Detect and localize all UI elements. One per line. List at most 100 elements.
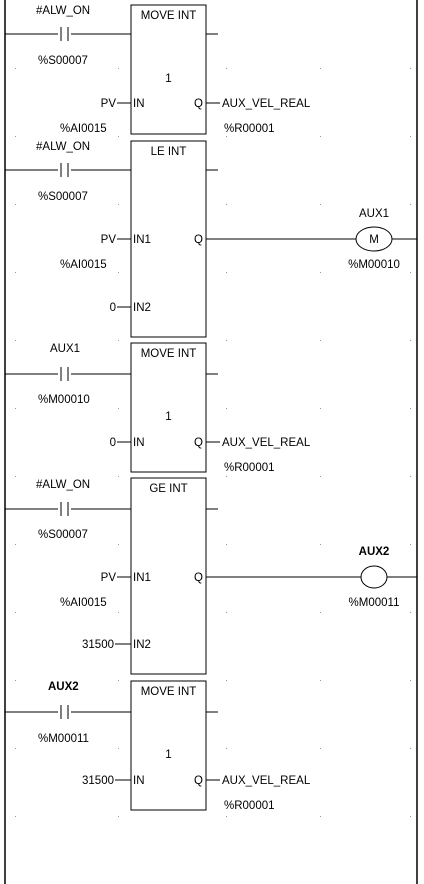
grid-dots <box>15 68 411 817</box>
block-output-address: %R00001 <box>224 462 275 474</box>
grid-dot <box>118 204 119 205</box>
grid-dot <box>410 476 411 477</box>
q-label: Q <box>194 437 203 449</box>
grid-dot <box>118 68 119 69</box>
grid-dot <box>15 272 16 273</box>
coil-label: AUX2 <box>359 546 390 558</box>
function-block[interactable] <box>130 4 207 135</box>
pin-value: PV <box>101 572 117 584</box>
block-output: AUX_VEL_REAL <box>222 775 311 787</box>
pin-label: IN1 <box>133 234 151 246</box>
grid-dot <box>320 544 321 545</box>
contact-symbol <box>60 27 69 41</box>
contact-label: #ALW_ON <box>36 479 90 491</box>
grid-dot <box>15 476 16 477</box>
contact-address: %M00011 <box>38 733 89 745</box>
pin-label: IN2 <box>133 302 151 314</box>
grid-dot <box>320 408 321 409</box>
grid-dot <box>118 680 119 681</box>
grid-dot <box>15 816 16 817</box>
grid-dot <box>226 680 227 681</box>
grid-dot <box>320 476 321 477</box>
grid-dot <box>118 408 119 409</box>
grid-dot <box>320 680 321 681</box>
block-count: 1 <box>165 411 171 423</box>
contact-symbol <box>60 502 69 516</box>
grid-dot <box>15 612 16 613</box>
grid-dot <box>320 340 321 341</box>
grid-dot <box>226 68 227 69</box>
contact-address: %M00010 <box>38 394 90 406</box>
pin-value: PV <box>101 98 117 110</box>
rung-1: #ALW_ON %S00007 MOVE INT 1 PV IN %AI0015… <box>5 4 311 135</box>
grid-dot <box>118 272 119 273</box>
grid-dot <box>118 748 119 749</box>
grid-dot <box>320 68 321 69</box>
grid-dot <box>226 136 227 137</box>
block-title: MOVE INT <box>141 348 197 360</box>
q-label: Q <box>194 234 203 246</box>
q-label: Q <box>194 572 203 584</box>
contact-symbol <box>60 705 69 719</box>
block-output: AUX_VEL_REAL <box>222 98 311 110</box>
grid-dot <box>15 680 16 681</box>
grid-dot <box>226 204 227 205</box>
grid-dot <box>410 612 411 613</box>
grid-dot <box>320 816 321 817</box>
grid-dot <box>320 612 321 613</box>
contact-address: %S00007 <box>38 191 88 203</box>
contact-label: #ALW_ON <box>36 5 90 17</box>
coil-symbol[interactable] <box>360 565 388 589</box>
function-block[interactable] <box>130 680 207 811</box>
function-block[interactable] <box>130 342 207 473</box>
function-block[interactable] <box>130 477 207 675</box>
grid-dot <box>15 68 16 69</box>
grid-dot <box>410 272 411 273</box>
pin-address: %AI0015 <box>60 259 107 271</box>
grid-dot <box>226 476 227 477</box>
grid-dot <box>410 136 411 137</box>
grid-dot <box>226 816 227 817</box>
grid-dot <box>118 612 119 613</box>
contact-symbol <box>60 367 69 381</box>
grid-dot <box>226 748 227 749</box>
block-output: AUX_VEL_REAL <box>222 437 311 449</box>
grid-dot <box>15 204 16 205</box>
pin-value: 0 <box>110 302 116 314</box>
contact-label: AUX1 <box>50 343 80 355</box>
block-count: 1 <box>165 749 171 761</box>
grid-dot <box>226 272 227 273</box>
grid-dot <box>410 544 411 545</box>
grid-dot <box>410 204 411 205</box>
block-output-address: %R00001 <box>224 800 275 812</box>
grid-dot <box>15 748 16 749</box>
grid-dot <box>15 136 16 137</box>
grid-dot <box>410 680 411 681</box>
pin-label: IN1 <box>133 572 151 584</box>
pin-value: 31500 <box>82 639 114 651</box>
q-label: Q <box>194 98 203 110</box>
pin-label: IN <box>133 98 145 110</box>
contact-address: %S00007 <box>38 529 88 541</box>
grid-dot <box>226 612 227 613</box>
grid-dot <box>320 748 321 749</box>
grid-dot <box>410 816 411 817</box>
grid-dot <box>320 136 321 137</box>
contact-label: #ALW_ON <box>36 141 90 153</box>
rung-2: #ALW_ON %S00007 LE INT PV IN1 %AI0015 0 … <box>5 140 417 338</box>
grid-dot <box>15 408 16 409</box>
pin-label: IN <box>133 437 145 449</box>
q-label: Q <box>194 775 203 787</box>
block-output-address: %R00001 <box>224 123 275 135</box>
coil-address: %M00011 <box>349 597 400 609</box>
block-title: GE INT <box>149 483 187 495</box>
pin-label: IN2 <box>133 639 151 651</box>
coil-address: %M00010 <box>348 259 400 271</box>
pin-address: %AI0015 <box>60 597 107 609</box>
grid-dot <box>410 68 411 69</box>
pin-value: PV <box>101 234 117 246</box>
grid-dot <box>118 476 119 477</box>
rung-5: AUX2 %M00011 MOVE INT 1 31500 IN Q AUX_V… <box>5 680 311 812</box>
grid-dot <box>118 340 119 341</box>
